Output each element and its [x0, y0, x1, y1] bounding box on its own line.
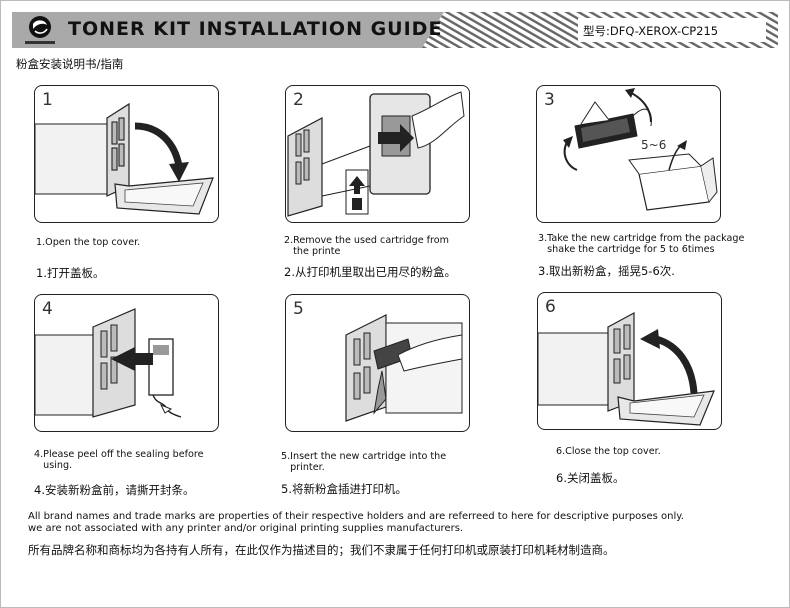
open-cover-drawing — [35, 102, 214, 215]
model-number: 型号:DFQ-XEROX-CP215 — [583, 24, 719, 38]
step-5-caption-cn: 5.将新粉盒插进打印机。 — [281, 482, 407, 496]
disclaimer-cn: 所有品牌名称和商标均为各持有人所有，在此仅作为描述目的；我们不隶属于任何打印机或… — [28, 543, 615, 557]
step-4-caption-cn: 4.安装新粉盒前，请撕开封条。 — [34, 483, 195, 497]
step-4-illustration: 4 — [34, 294, 219, 432]
step-3-number: 3 — [544, 90, 555, 110]
step-1-caption-cn: 1.打开盖板。 — [36, 266, 105, 280]
step-2-caption-cn: 2.从打印机里取出已用尽的粉盒。 — [284, 265, 456, 279]
step-1-caption-en: 1.Open the top cover. — [36, 237, 141, 248]
step-2-number: 2 — [293, 90, 304, 110]
remove-cartridge-drawing — [287, 91, 465, 217]
step-5-number: 5 — [293, 299, 304, 319]
step-5-illustration: 5 — [285, 294, 470, 432]
shake-count-label: 5~6 — [641, 138, 667, 152]
shake-cartridge-drawing — [563, 88, 718, 211]
disclaimer-en-line-1: All brand names and trade marks are prop… — [28, 511, 684, 522]
page-subtitle: 粉盒安装说明书/指南 — [16, 57, 124, 71]
step-1-illustration: 1 — [34, 85, 219, 223]
insert-cartridge-drawing — [345, 314, 463, 422]
disclaimer-en-line-2: we are not associated with any printer a… — [28, 522, 464, 534]
step-1-number: 1 — [42, 90, 53, 110]
step-6-number: 6 — [545, 297, 556, 317]
step-6-caption-cn: 6.关闭盖板。 — [556, 471, 625, 485]
step-3-illustration: 3 5~6 — [536, 85, 721, 223]
brand-logo-icon — [25, 16, 55, 44]
step-4-number: 4 — [42, 299, 53, 319]
close-cover-drawing — [538, 311, 715, 426]
step-3-caption-cn: 3.取出新粉盒，摇晃5-6次. — [538, 264, 675, 278]
step-6-caption-en: 6.Close the top cover. — [556, 446, 661, 457]
step-2-caption-en: 2.Remove the used cartridge from the pri… — [284, 235, 449, 257]
header-band — [12, 12, 778, 48]
step-5-caption-en: 5.Insert the new cartridge into the prin… — [281, 451, 447, 473]
step-2-illustration: 2 — [285, 85, 470, 223]
page-title: TONER KIT INSTALLATION GUIDE — [68, 18, 443, 40]
peel-seal-drawing — [35, 308, 182, 418]
step-4-caption-en: 4.Please peel off the sealing before usi… — [34, 449, 204, 471]
disclaimer-en: All brand names and trade marks are prop… — [28, 511, 684, 534]
step-3-caption-en: 3.Take the new cartridge from the packag… — [538, 233, 745, 255]
step-6-illustration: 6 — [537, 292, 722, 430]
